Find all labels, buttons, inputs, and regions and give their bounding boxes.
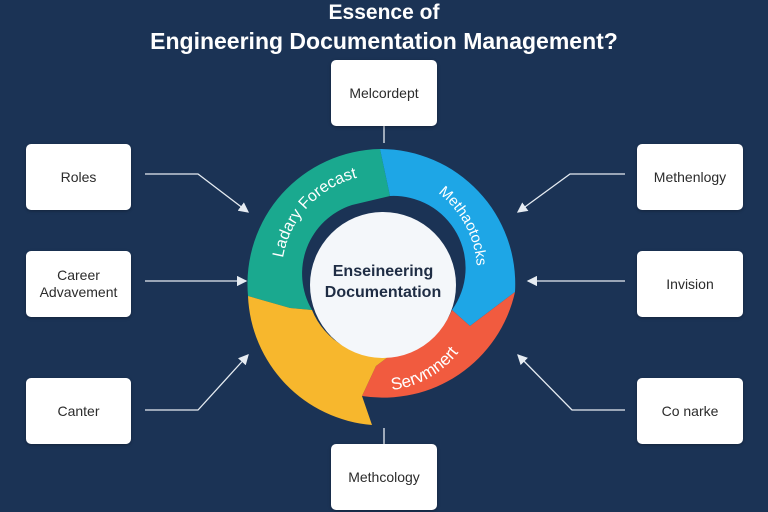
connector-left-top [145,173,250,213]
segment-yellow [248,296,392,425]
center-circle [310,212,456,358]
title-line-1: Essence of [328,1,440,24]
box-right-mid-label: Invision [666,275,714,292]
segment-blue [380,148,516,326]
box-right-bottom-label: Co narke [661,402,719,419]
connector-right-bottom [517,354,625,411]
box-bottom[interactable]: Methcology [331,444,437,510]
box-left-bottom[interactable]: Canter [26,378,131,444]
box-left-top-label: Roles [60,168,97,185]
connector-right-top [516,173,625,213]
segment-red [362,292,515,398]
box-left-top[interactable]: Roles [26,144,131,210]
box-right-top-label: Methenlogy [653,168,727,185]
box-left-mid[interactable]: Career Advavement [26,251,131,317]
segment-green [247,149,390,310]
center-label-line-1: Enseineering [333,263,433,280]
center-label-line-2: Documentation [325,284,441,301]
box-left-bottom-label: Canter [57,402,100,419]
box-left-mid-label: Career Advavement [39,267,118,300]
box-right-bottom[interactable]: Co narke [637,378,743,444]
connector-left-bottom [145,354,249,411]
title-line-2: Engineering Documentation Management? [150,28,618,54]
box-bottom-label: Methcology [348,468,420,485]
box-right-top[interactable]: Methenlogy [637,144,743,210]
box-top[interactable]: Melcordept [331,60,437,126]
box-right-mid[interactable]: Invision [637,251,743,317]
box-top-label: Melcordept [349,84,419,101]
